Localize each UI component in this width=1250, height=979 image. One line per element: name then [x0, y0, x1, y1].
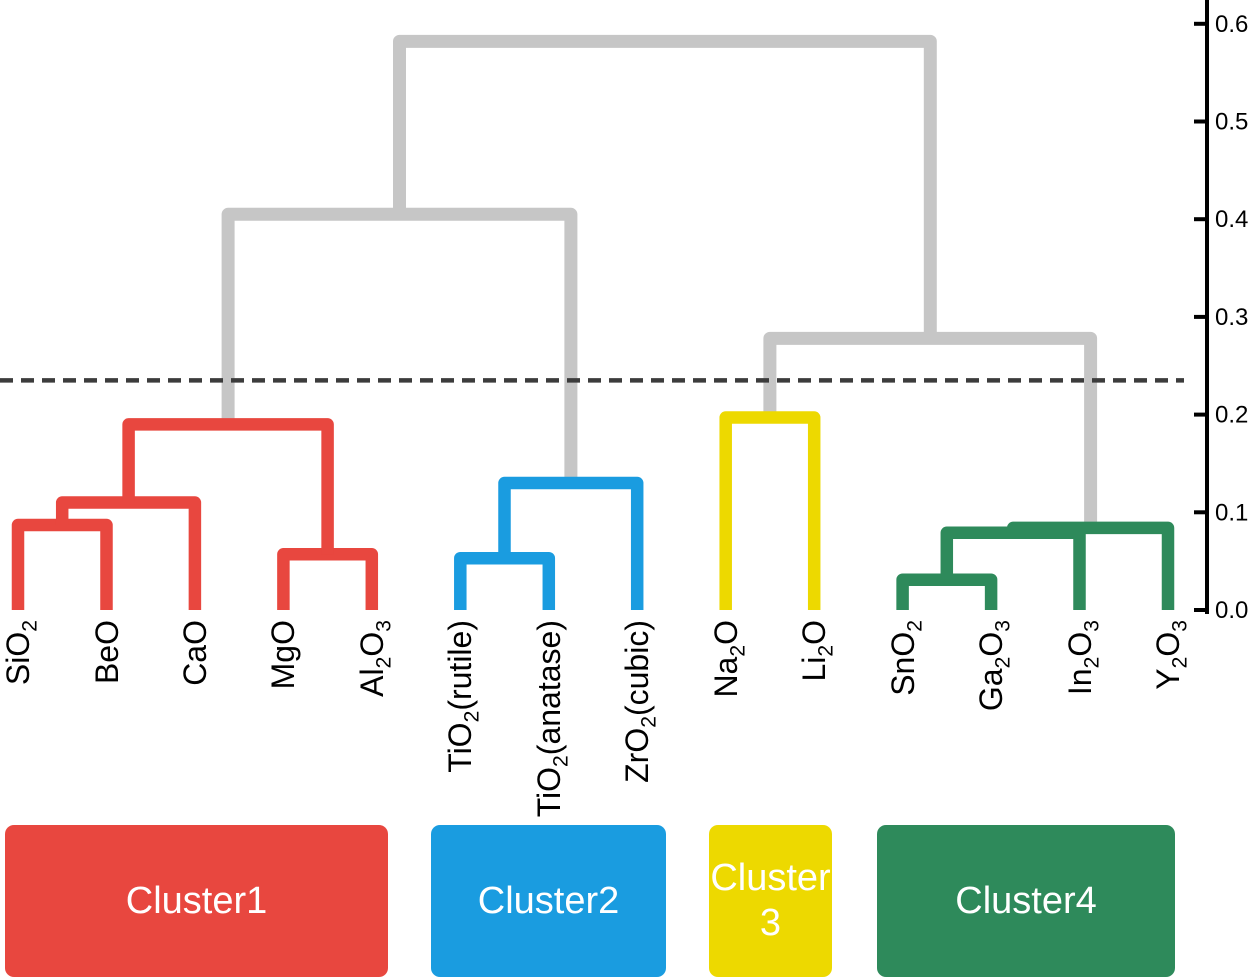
cluster1-box: Cluster1: [5, 825, 388, 977]
dendrogram-link: [454, 551, 556, 610]
leaf-label-cao: CaO: [176, 620, 213, 686]
cluster4-box: Cluster4: [877, 825, 1175, 977]
dendrogram-link: [940, 526, 1086, 610]
dendrogram-link: [221, 207, 578, 483]
cluster3-box: Cluster 3: [709, 825, 832, 977]
dendrogram-link: [55, 496, 202, 610]
leaf-label-li2o: Li2O: [796, 620, 838, 682]
dendrogram-link: [498, 476, 644, 610]
dendrogram-link: [122, 418, 334, 555]
leaf-label-beo: BeO: [88, 620, 125, 685]
leaf-label-al2o3: Al2O3: [353, 620, 396, 697]
dendrogram-link: [1006, 521, 1175, 610]
dendrogram-link: [11, 518, 113, 610]
y-axis-tick-label: 0.4: [1215, 206, 1248, 233]
y-axis-tick-label: 0.3: [1215, 304, 1248, 331]
leaf-label-in2o3: In2O3: [1061, 620, 1103, 696]
leaf-label-ga2o3: Ga2O3: [973, 620, 1015, 712]
leaf-label-sio2: SiO2: [0, 620, 42, 686]
y-axis-tick-label: 0.5: [1215, 109, 1248, 136]
leaf-label-tio2rutile: TiO2(rutile): [442, 620, 484, 773]
y-axis-tick-label: 0.6: [1215, 11, 1248, 38]
dendrogram-link: [896, 573, 998, 610]
leaf-label-y2o3: Y2O3: [1150, 620, 1192, 690]
leaf-label-sno2: SnO2: [884, 620, 926, 696]
y-axis-tick-label: 0.0: [1215, 597, 1248, 624]
dendrogram-link: [719, 411, 821, 610]
cluster2-label: Cluster2: [477, 879, 620, 922]
cluster1-label: Cluster1: [125, 879, 268, 922]
dendrogram-cluster-links: [11, 411, 1175, 610]
leaf-label-na2o: Na2O: [707, 620, 750, 698]
y-axis-tick-label: 0.1: [1215, 499, 1248, 526]
leaf-label-tio2anatase: TiO2(anatase): [530, 620, 573, 818]
dendrogram-gray-links: [221, 34, 1098, 528]
dendrogram-link: [277, 548, 379, 610]
y-axis-tick-label: 0.2: [1215, 402, 1248, 429]
cluster4-label: Cluster4: [955, 879, 1097, 922]
leaf-label-mgo: MgO: [265, 620, 302, 690]
y-axis: 0.0 0.1 0.2 0.3 0.4 0.5 0.6: [1194, 0, 1248, 624]
leaf-label-zro2cubic: ZrO2(cubic): [619, 620, 661, 783]
dendrogram-link: [393, 34, 937, 339]
cluster3-label: Cluster 3: [710, 857, 831, 944]
cluster2-box: Cluster2: [431, 825, 666, 977]
